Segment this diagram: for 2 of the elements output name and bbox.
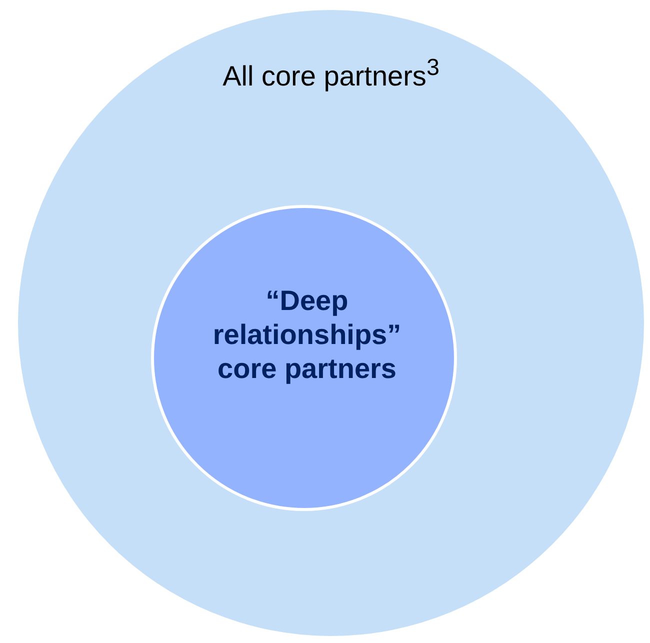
circle-label: “Deep relationships” core partners [212,284,402,386]
circle-label: All core partners$^{3}$ [222,53,440,94]
